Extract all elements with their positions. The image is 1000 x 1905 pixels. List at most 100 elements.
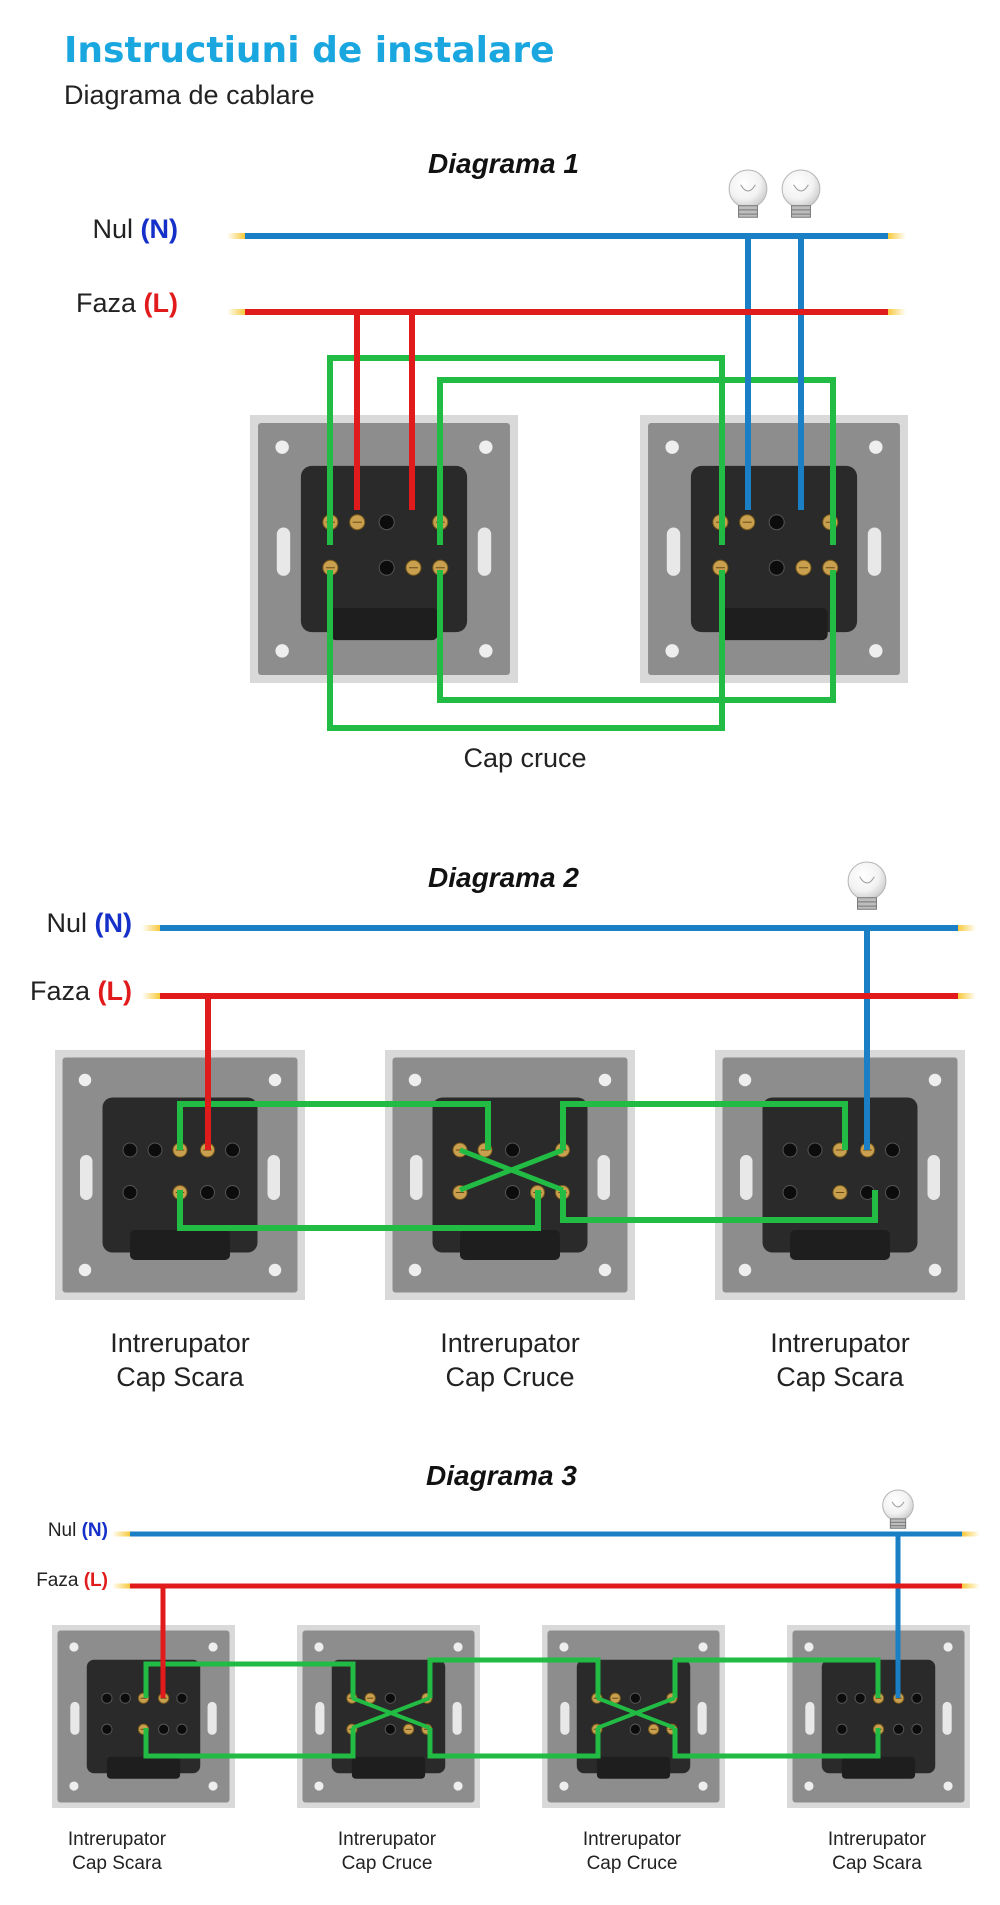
neutral-label-text: Nul <box>92 214 133 244</box>
traveler-cross <box>596 1696 676 1730</box>
caption-line: Cap Scara <box>776 1361 904 1392</box>
mount-hole <box>665 440 679 454</box>
wire-end-right <box>888 233 906 239</box>
phase-code: (L) <box>97 976 132 1006</box>
diagram-1-title: Diagrama 1 <box>428 148 579 179</box>
caption-line: Cap Cruce <box>341 1852 433 1874</box>
neutral-label-text: Nul <box>47 1520 77 1541</box>
diagram-1-phase-label: Faza (L) <box>60 288 178 319</box>
mount-hole <box>804 1642 814 1652</box>
caption-line: Intrerupator <box>110 1328 250 1358</box>
mount-hole <box>275 440 289 454</box>
mount-hole <box>869 644 883 658</box>
mount-hole <box>408 1073 422 1087</box>
bulb-filament <box>740 184 756 192</box>
terminal-hole <box>158 1723 170 1735</box>
mount-hole <box>479 644 493 658</box>
caption-line: Cap Cruce <box>586 1852 678 1874</box>
terminal-hole <box>176 1692 188 1704</box>
terminal-hole <box>911 1692 923 1704</box>
caption-line: Intrerupator <box>337 1829 437 1850</box>
terminal-hole <box>225 1185 240 1200</box>
switch-body <box>821 1659 936 1774</box>
terminal-hole <box>911 1723 923 1735</box>
mount-slot <box>666 527 681 576</box>
mount-slot <box>927 1155 940 1200</box>
wire-end-left <box>227 309 245 315</box>
traveler-wire <box>427 1657 601 1698</box>
switch-cap-scara-right <box>715 1050 965 1300</box>
mount-hole <box>314 1781 324 1791</box>
traveler-wire <box>672 1657 881 1698</box>
switch-body <box>762 1097 918 1253</box>
mount-hole <box>69 1642 79 1652</box>
diagram-3-caption-2: Intrerupator Cap Cruce <box>327 1828 447 1876</box>
bulb-glass <box>781 169 821 209</box>
terminal-hole <box>768 559 785 576</box>
switch-body <box>86 1659 201 1774</box>
mount-hole <box>928 1263 942 1277</box>
mount-hole <box>943 1781 953 1791</box>
wire-end-right <box>962 1531 980 1537</box>
mount-hole <box>268 1263 282 1277</box>
mount-hole <box>928 1073 942 1087</box>
switch-cap-scara-left <box>55 1050 305 1300</box>
diagram-2-neutral-label: Nul (N) <box>10 908 132 939</box>
phase-code: (L) <box>83 1570 108 1591</box>
bulb-base <box>738 205 758 218</box>
bulb-filament <box>793 184 809 192</box>
mount-hole <box>275 644 289 658</box>
bulb-glass <box>728 169 768 209</box>
mount-hole <box>943 1642 953 1652</box>
switch-body <box>690 465 858 633</box>
mount-hole <box>453 1781 463 1791</box>
switch-base <box>720 607 828 641</box>
caption-line: Cap Scara <box>72 1852 162 1874</box>
switch-d3-3 <box>542 1625 725 1808</box>
wire-end-right <box>962 1583 980 1589</box>
diagram-1-neutral-label: Nul (N) <box>60 214 178 245</box>
mount-slot <box>697 1701 707 1735</box>
wire-end-right <box>888 309 906 315</box>
mount-hole <box>698 1642 708 1652</box>
switch-body <box>432 1097 588 1253</box>
mount-hole <box>738 1073 752 1087</box>
bulb-base <box>889 1518 907 1529</box>
caption-line: Intrerupator <box>67 1829 167 1850</box>
caption-line: Intrerupator <box>440 1328 580 1358</box>
terminal-hole <box>384 1692 396 1704</box>
terminal-hole <box>176 1723 188 1735</box>
diagram-2-caption-1: Intrerupator Cap Scara <box>80 1327 280 1395</box>
terminal-hole <box>101 1723 113 1735</box>
switch-base <box>460 1230 560 1260</box>
wire-end-left <box>227 233 245 239</box>
traveler-wire <box>143 1728 356 1759</box>
diagram-2-title: Diagrama 2 <box>428 862 579 893</box>
page-subtitle: Diagrama de cablare <box>64 80 315 110</box>
neutral-code: (N) <box>81 1520 108 1541</box>
mount-hole <box>559 1642 569 1652</box>
diagram-2-caption-3: Intrerupator Cap Scara <box>740 1327 940 1395</box>
mount-hole <box>665 644 679 658</box>
terminal-hole <box>836 1692 848 1704</box>
traveler-wire <box>560 1190 878 1223</box>
phase-label-text: Faza <box>29 976 90 1006</box>
switch-base <box>330 607 438 641</box>
caption-line: Cap Scara <box>116 1361 244 1392</box>
mount-slot <box>740 1155 753 1200</box>
wire-end-left <box>112 1583 130 1589</box>
wire-end-left <box>142 925 160 931</box>
terminal-hole <box>782 1142 798 1158</box>
wire-end-right <box>958 925 976 931</box>
terminal-hole <box>854 1692 866 1704</box>
switch-body <box>300 465 468 633</box>
diagram-2-phase-label: Faza (L) <box>10 976 132 1007</box>
mount-hole <box>78 1263 92 1277</box>
traveler-wire <box>327 355 725 545</box>
mount-hole <box>208 1642 218 1652</box>
mount-slot <box>452 1701 462 1735</box>
light-bulb-icon <box>847 861 887 910</box>
mount-hole <box>738 1263 752 1277</box>
diagram-3-phase-label: Faza (L) <box>10 1570 108 1592</box>
